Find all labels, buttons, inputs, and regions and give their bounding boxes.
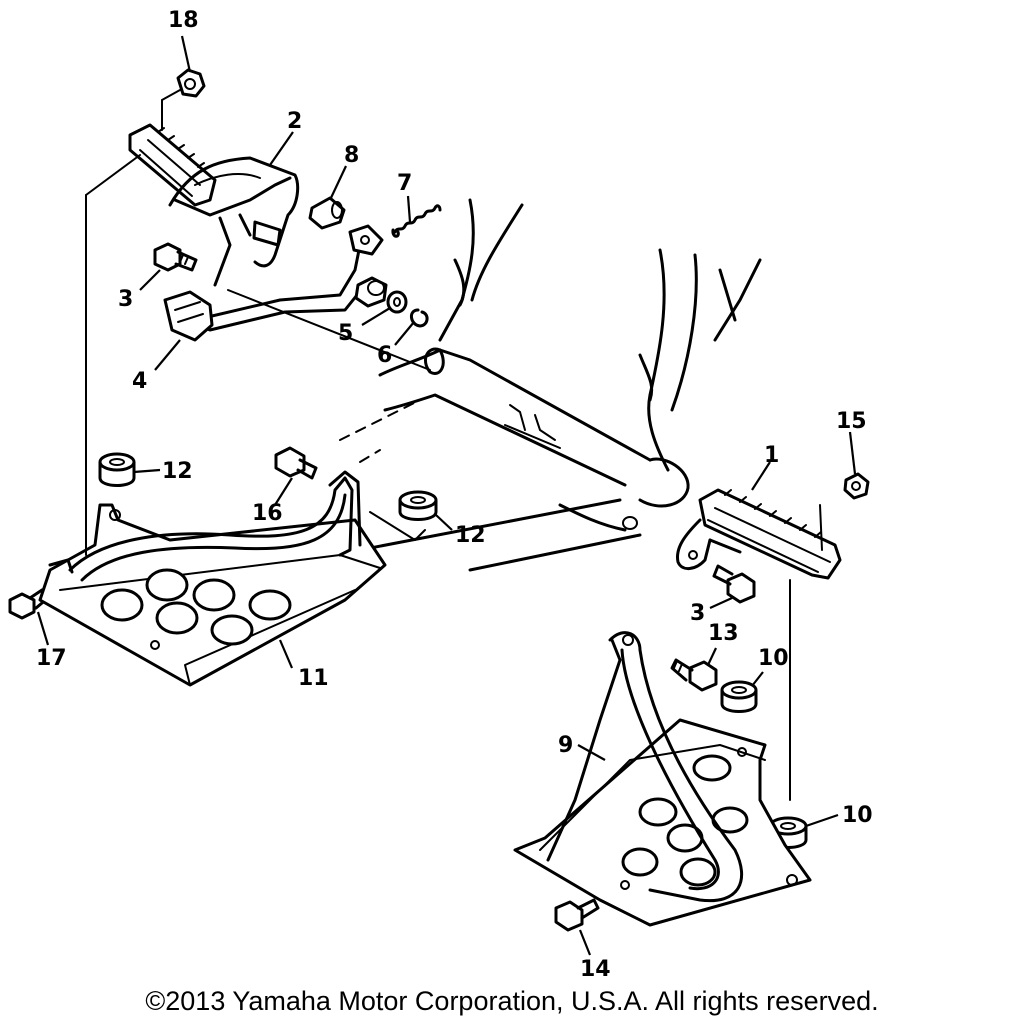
label-3-lower: 3 bbox=[690, 601, 705, 626]
bolt-3-upper bbox=[153, 242, 198, 272]
bolt-16 bbox=[274, 446, 318, 480]
label-12-center: 12 bbox=[455, 523, 486, 548]
dampers bbox=[98, 452, 808, 849]
label-4: 4 bbox=[132, 369, 147, 394]
label-9: 9 bbox=[558, 733, 573, 758]
label-12-left: 12 bbox=[162, 459, 193, 484]
nut-18 bbox=[176, 68, 206, 98]
copyright-notice: ©2013 Yamaha Motor Corporation, U.S.A. A… bbox=[145, 986, 879, 1016]
label-8: 8 bbox=[344, 143, 359, 168]
label-11: 11 bbox=[298, 666, 329, 691]
bolt-14 bbox=[554, 898, 600, 932]
leader-lines bbox=[36, 35, 857, 956]
label-13: 13 bbox=[708, 621, 739, 646]
right-step-plate-9 bbox=[513, 631, 812, 927]
label-18: 18 bbox=[168, 8, 199, 33]
bolt-17 bbox=[8, 588, 50, 620]
frame bbox=[339, 198, 762, 572]
fasteners bbox=[8, 68, 870, 932]
damper-10-upper bbox=[720, 680, 758, 713]
label-10-lower: 10 bbox=[842, 803, 873, 828]
label-14: 14 bbox=[580, 957, 611, 982]
label-10-upper: 10 bbox=[758, 646, 789, 671]
right-footrest-1 bbox=[675, 488, 842, 580]
small-parts bbox=[308, 196, 442, 328]
bolt-3-lower bbox=[712, 564, 756, 604]
bolt-13 bbox=[670, 658, 718, 692]
left-step-plate-11 bbox=[38, 470, 387, 687]
label-1: 1 bbox=[764, 443, 779, 468]
label-15: 15 bbox=[836, 409, 867, 434]
guide-lines bbox=[85, 89, 823, 801]
label-5: 5 bbox=[338, 321, 353, 346]
label-6: 6 bbox=[377, 343, 392, 368]
label-2: 2 bbox=[287, 109, 302, 134]
label-17: 17 bbox=[36, 646, 67, 671]
nut-15 bbox=[843, 472, 870, 500]
label-3-upper: 3 bbox=[118, 287, 133, 312]
label-7: 7 bbox=[397, 171, 412, 196]
damper-12-left bbox=[98, 452, 136, 487]
label-16: 16 bbox=[252, 501, 283, 526]
left-footrest-assembly bbox=[128, 123, 388, 342]
part-labels: 18 2 8 7 3 4 5 6 12 16 17 11 12 1 15 3 1… bbox=[36, 8, 873, 982]
damper-12-center bbox=[398, 490, 438, 521]
